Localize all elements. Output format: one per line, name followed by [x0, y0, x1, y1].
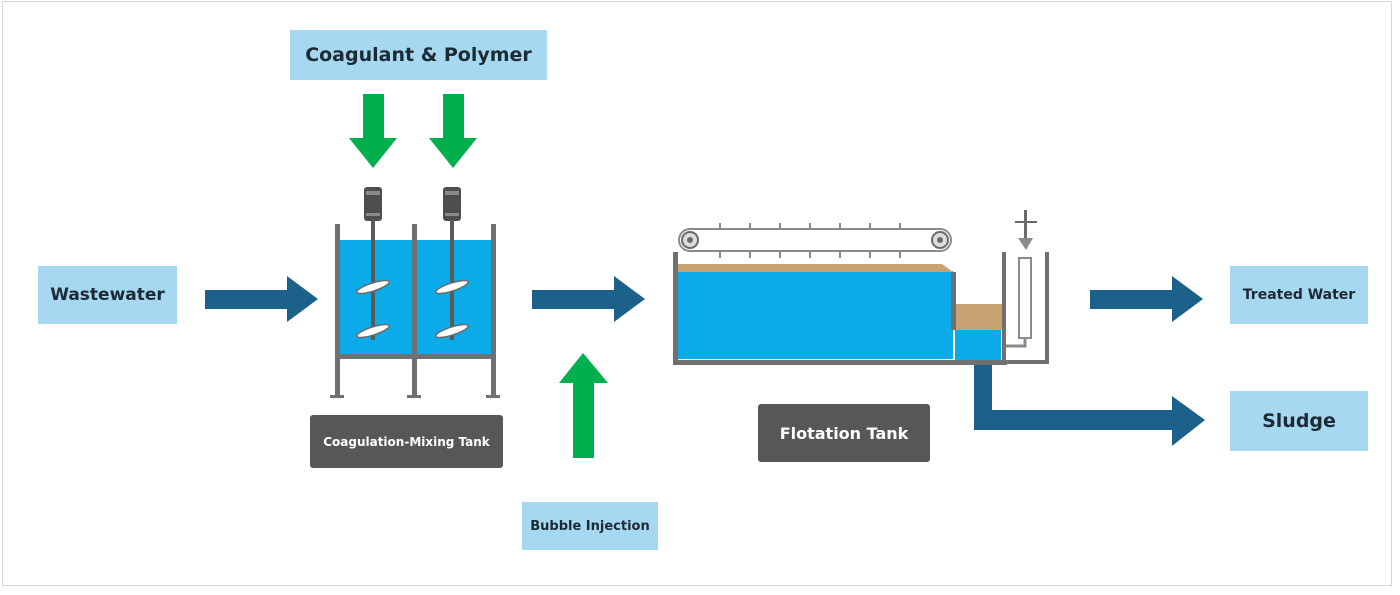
flow-arrow-sludge [974, 330, 1205, 446]
bubble-injection-arrow [559, 353, 608, 458]
coagulant-polymer-label: Coagulant & Polymer [290, 30, 547, 80]
treated-water-label: Treated Water [1230, 266, 1368, 324]
flow-arrow-treated [1090, 276, 1203, 322]
sludge-label: Sludge [1230, 391, 1368, 451]
wastewater-label: Wastewater [38, 266, 177, 324]
outlet-valve [1006, 210, 1037, 348]
flow-arrow-to-flotation [532, 276, 645, 322]
flotation-tank-label: Flotation Tank [758, 404, 930, 462]
dosing-arrow-coagulant [349, 94, 397, 168]
dosing-arrow-polymer [429, 94, 477, 168]
mixer-motor [443, 187, 461, 221]
flow-arrow-wastewater [205, 276, 318, 322]
coagulation-mixing-tank-label: Coagulation-Mixing Tank [310, 415, 503, 468]
flotation-tank [673, 210, 1049, 365]
coagulation-mixing-tank [330, 187, 500, 398]
mixer-motor [364, 187, 382, 221]
bubble-injection-label: Bubble Injection [522, 502, 658, 550]
skimmer-conveyor [678, 223, 952, 258]
